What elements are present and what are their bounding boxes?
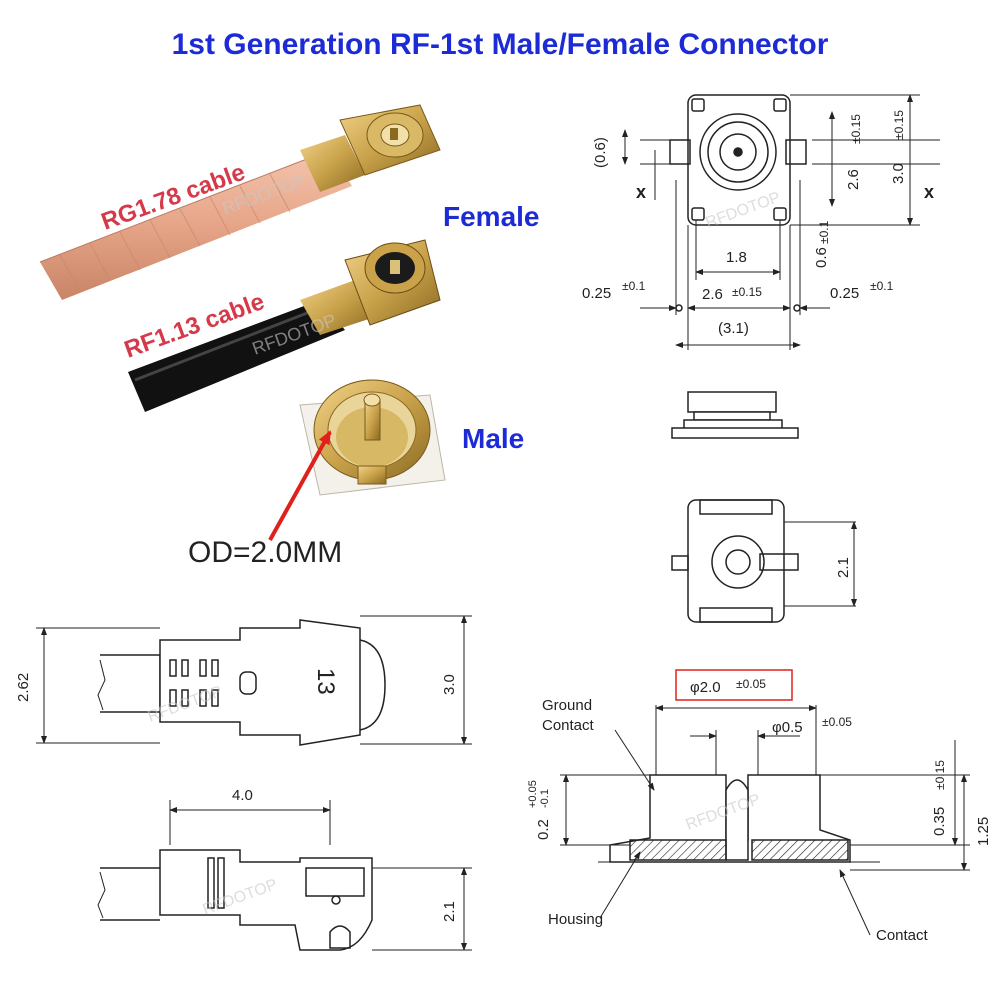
phi-05-tol: ±0.05	[822, 715, 852, 729]
dim-025-right: 0.25	[830, 285, 859, 302]
phi-20-highlight-box	[675, 669, 793, 701]
dim-21-plug: 2.1	[441, 901, 458, 922]
tol-06-vertical: ±0.1	[817, 220, 831, 244]
section-view-labels: φ2.0 ±0.05 φ0.5 ±0.05 Ground Contact Hou…	[527, 677, 992, 944]
cable-plug-side-labels: 4.0 2.1	[232, 787, 458, 922]
phi-20-tol: ±0.05	[736, 677, 766, 691]
od-label: OD=2.0MM	[188, 536, 342, 569]
ground-contact-label-1: Ground	[542, 697, 592, 714]
phi-20-label: φ2.0	[690, 679, 721, 696]
section-view-drawing	[560, 669, 970, 936]
dim-26-vertical: 2.6	[845, 169, 862, 190]
tol-26-horizontal: ±0.15	[732, 285, 762, 299]
photo-area: RG1.78 cable RF1.13 cable Female Male OD…	[39, 104, 540, 569]
housing-label: Housing	[548, 911, 603, 928]
dim-30-plug: 3.0	[441, 674, 458, 695]
tol-02-bot: -0.1	[539, 789, 551, 808]
dim-40-label: 4.0	[232, 787, 253, 804]
female-top-view-labels: (0.6) x x 2.6 ±0.15 3.0 ±0.15 1.8 0.6 ±0…	[582, 110, 934, 337]
cable-plug-top-drawing	[36, 615, 472, 746]
female-label: Female	[443, 201, 540, 232]
rg178-cable-image	[39, 104, 441, 300]
tol-26-vertical: ±0.15	[849, 114, 863, 144]
tol-025-left: ±0.1	[622, 279, 646, 293]
dim-025-left: 0.25	[582, 285, 611, 302]
dim-035-label: 0.35	[931, 807, 948, 836]
dim-262-label: 2.62	[15, 673, 32, 702]
male-dim-21: 2.1	[835, 557, 852, 578]
dim-31-label: (3.1)	[718, 320, 749, 337]
female-side-view-drawing	[671, 391, 799, 439]
phi-05-label: φ0.5	[772, 719, 803, 736]
marker-x-left: x	[636, 182, 646, 202]
rf113-cable-image	[128, 239, 441, 412]
male-top-view-drawing	[671, 499, 857, 623]
dim-02-label: 0.2	[535, 819, 552, 840]
od-pointer-arrow	[268, 430, 332, 541]
tol-025-right: ±0.1	[870, 279, 894, 293]
female-top-view-drawing	[622, 94, 940, 350]
dim-26-horizontal: 2.6	[702, 286, 723, 303]
mark-13: 13	[312, 668, 339, 695]
contact-label: Contact	[876, 927, 929, 944]
male-connector-image	[299, 379, 446, 496]
dim-125-label: 1.25	[975, 817, 992, 846]
dim-30-vertical: 3.0	[890, 163, 907, 184]
tol-035-label: ±0.15	[933, 760, 947, 790]
tol-30-vertical: ±0.15	[892, 110, 906, 140]
marker-x-right: x	[924, 182, 934, 202]
dim-06-vertical: 0.6	[813, 247, 830, 268]
male-label: Male	[462, 423, 524, 454]
ground-contact-label-2: Contact	[542, 717, 595, 734]
page-title: 1st Generation RF-1st Male/Female Connec…	[171, 28, 829, 61]
cable-plug-top-labels: 2.62 13 3.0	[15, 668, 458, 702]
dim-18-label: 1.8	[726, 249, 747, 266]
tol-02-top: +0.05	[527, 780, 539, 808]
dim-06-label: (0.6)	[592, 137, 609, 168]
cable-plug-side-drawing	[97, 800, 472, 951]
